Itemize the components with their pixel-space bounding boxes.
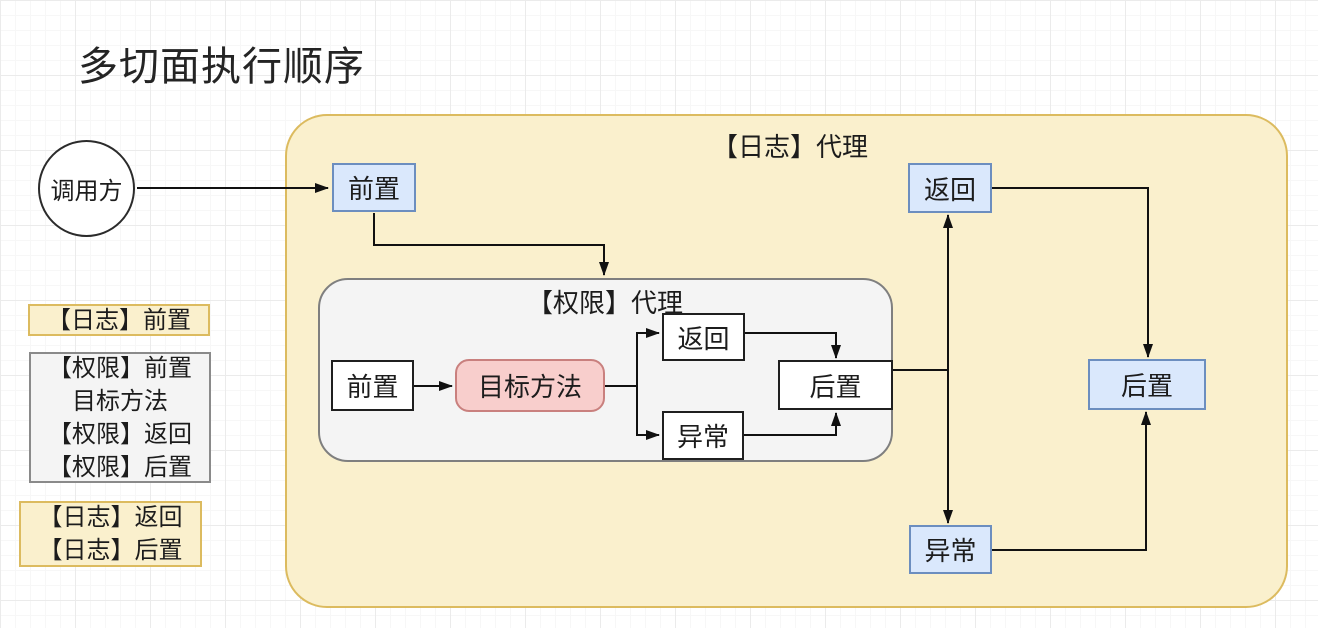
- log-exception-label: 异常: [924, 536, 977, 566]
- log-before-label: 前置: [347, 174, 400, 204]
- legend-log-after-label: 【日志】后置: [38, 537, 183, 564]
- legend-log-before[interactable]: 【日志】前置: [28, 304, 210, 336]
- caller-label: 调用方: [50, 178, 123, 205]
- legend-perm-line-3: 【权限】返回: [48, 420, 192, 448]
- log-return-label: 返回: [923, 174, 976, 205]
- legend-log-tail[interactable]: 【日志】返回 【日志】后置: [19, 501, 202, 567]
- legend-perm-line-4: 【权限】后置: [48, 453, 192, 481]
- perm-before-node[interactable]: 前置: [331, 360, 414, 411]
- perm-after-node[interactable]: 后置: [778, 360, 893, 410]
- log-exception-node[interactable]: 异常: [909, 525, 992, 574]
- perm-return-label: 返回: [677, 323, 730, 354]
- perm-after-label: 后置: [809, 371, 862, 402]
- page-title: 多切面执行顺序: [78, 45, 365, 89]
- perm-return-node[interactable]: 返回: [662, 313, 745, 361]
- perm-exception-node[interactable]: 异常: [662, 411, 744, 460]
- perm-before-label: 前置: [346, 372, 399, 402]
- perm-exception-label: 异常: [676, 422, 729, 452]
- log-after-label: 后置: [1120, 371, 1173, 401]
- legend-perm-line-2: 目标方法: [72, 387, 168, 415]
- log-before-node[interactable]: 前置: [332, 163, 416, 212]
- caller-node[interactable]: 调用方: [38, 140, 135, 237]
- perm-proxy-label: 【权限】代理: [526, 288, 683, 318]
- target-method-label: 目标方法: [477, 372, 582, 402]
- legend-perm-line-1: 【权限】前置: [48, 354, 192, 382]
- log-after-node[interactable]: 后置: [1088, 359, 1206, 410]
- legend-log-before-label: 【日志】前置: [47, 306, 191, 334]
- log-return-node[interactable]: 返回: [908, 163, 992, 213]
- log-proxy-label: 【日志】代理: [711, 132, 868, 162]
- legend-perm-block[interactable]: 【权限】前置 目标方法 【权限】返回 【权限】后置: [29, 352, 211, 483]
- target-method-node[interactable]: 目标方法: [455, 359, 605, 412]
- legend-log-return-label: 【日志】返回: [38, 504, 183, 531]
